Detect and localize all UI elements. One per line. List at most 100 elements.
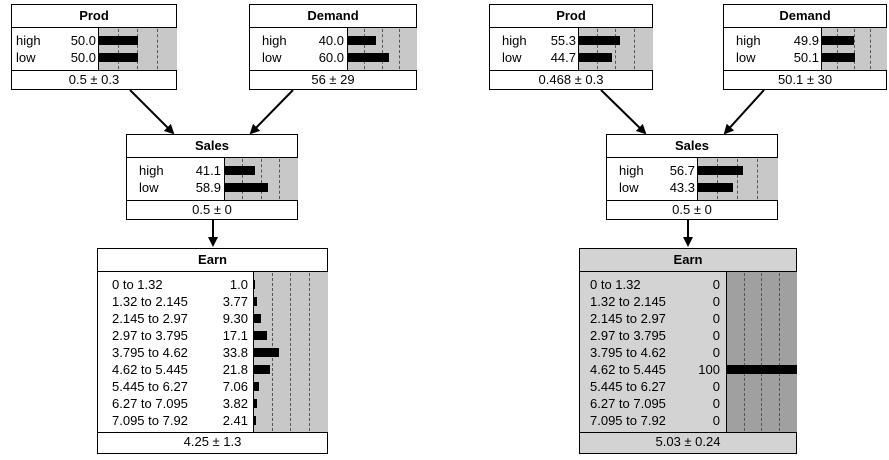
- state-label: 3.795 to 4.62: [112, 345, 188, 360]
- belief-bar: [254, 365, 270, 374]
- belief-bar: [822, 36, 854, 45]
- state-label: high: [502, 33, 527, 48]
- state-label: 0 to 1.32: [590, 277, 641, 292]
- state-label: 7.095 to 7.92: [590, 413, 666, 428]
- state-probability: 0: [712, 379, 720, 394]
- state-label: high: [619, 163, 644, 178]
- gridline: [242, 159, 243, 199]
- gridline: [279, 159, 280, 199]
- state-label: 3.795 to 4.62: [590, 345, 666, 360]
- gridline: [761, 273, 762, 431]
- belief-bar: [348, 53, 389, 62]
- node-title: Sales: [127, 135, 297, 158]
- belief-bar: [225, 166, 255, 175]
- belief-bar: [254, 331, 267, 340]
- node-title: Demand: [250, 5, 416, 28]
- node-expected-value: 0.468 ± 0.3: [538, 72, 604, 87]
- belief-bar: [99, 53, 138, 62]
- state-label: 4.62 to 5.445: [112, 362, 188, 377]
- edge-prod-sales: [129, 89, 175, 135]
- gridline: [757, 159, 758, 199]
- gridline: [382, 29, 383, 69]
- gridline: [118, 29, 119, 69]
- gridline: [779, 273, 780, 431]
- gridline: [837, 29, 838, 69]
- node-expected-value: 0.5 ± 0: [672, 202, 712, 217]
- gridline: [854, 29, 855, 69]
- state-label: 2.97 to 3.795: [590, 328, 666, 343]
- state-label: 5.445 to 6.27: [112, 379, 188, 394]
- belief-bar: [254, 297, 257, 306]
- state-probability: 2.41: [222, 413, 248, 428]
- gridline: [157, 29, 158, 69]
- state-label: 7.095 to 7.92: [112, 413, 188, 428]
- node-expected-value: 0.5 ± 0: [192, 202, 232, 217]
- belief-bar: [225, 183, 268, 192]
- belief-bar: [348, 36, 376, 45]
- belief-bar: [579, 36, 620, 45]
- node-expected-value: 50.1 ± 30: [777, 72, 833, 87]
- gridline: [399, 29, 400, 69]
- gridline: [364, 29, 365, 69]
- edge-prod-sales-2: [600, 89, 647, 135]
- state-label: 2.97 to 3.795: [112, 328, 188, 343]
- state-label: low: [736, 50, 756, 65]
- state-probability: 3.82: [222, 396, 248, 411]
- belief-bar: [254, 382, 259, 391]
- gridline: [597, 29, 598, 69]
- state-label: low: [139, 180, 159, 195]
- state-probability: 7.06: [222, 379, 248, 394]
- edge-demand-sales: [249, 89, 294, 135]
- gridline: [137, 29, 138, 69]
- gridline: [309, 273, 310, 431]
- gridline: [717, 159, 718, 199]
- node-title: Earn: [98, 249, 327, 272]
- state-probability: 49.9: [793, 33, 819, 48]
- node-title: Demand: [724, 5, 886, 28]
- state-probability: 40.0: [318, 33, 344, 48]
- state-label: 1.32 to 2.145: [590, 294, 666, 309]
- state-probability: 0: [712, 396, 720, 411]
- state-label: low: [619, 180, 639, 195]
- node-title: Sales: [607, 135, 777, 158]
- gridline: [261, 159, 262, 199]
- earn-node[interactable]: Earn 0 to 1.32 0 1.32 to 2.145 0 2.145 to 2.…: [579, 248, 797, 454]
- state-probability: 17.1: [222, 328, 248, 343]
- state-probability: 44.7: [550, 50, 576, 65]
- state-label: 2.145 to 2.97: [590, 311, 666, 326]
- state-label: low: [16, 50, 36, 65]
- state-probability: 1.0: [229, 277, 248, 292]
- state-label: 6.27 to 7.095: [112, 396, 188, 411]
- state-probability: 33.8: [222, 345, 248, 360]
- node-title: Earn: [580, 249, 796, 272]
- state-probability: 41.1: [195, 163, 221, 178]
- state-probability: 9.30: [222, 311, 248, 326]
- state-probability: 50.0: [70, 50, 96, 65]
- state-probability: 50.1: [793, 50, 819, 65]
- belief-bar: [727, 365, 797, 374]
- state-label: 6.27 to 7.095: [590, 396, 666, 411]
- node-expected-value: 0.5 ± 0.3: [68, 72, 120, 87]
- state-probability: 0: [712, 345, 720, 360]
- belief-bar: [99, 36, 138, 45]
- node-expected-value: 56 ± 29: [311, 72, 355, 87]
- belief-bar: [698, 183, 733, 192]
- node-expected-value: 5.03 ± 0.24: [655, 434, 721, 449]
- state-label: 5.445 to 6.27: [590, 379, 666, 394]
- state-probability: 0: [712, 328, 720, 343]
- belief-bar: [579, 53, 612, 62]
- edge-demand-sales-2: [723, 89, 765, 135]
- node-title: Prod: [490, 5, 652, 28]
- node-title: Prod: [12, 5, 176, 28]
- gridline: [744, 273, 745, 431]
